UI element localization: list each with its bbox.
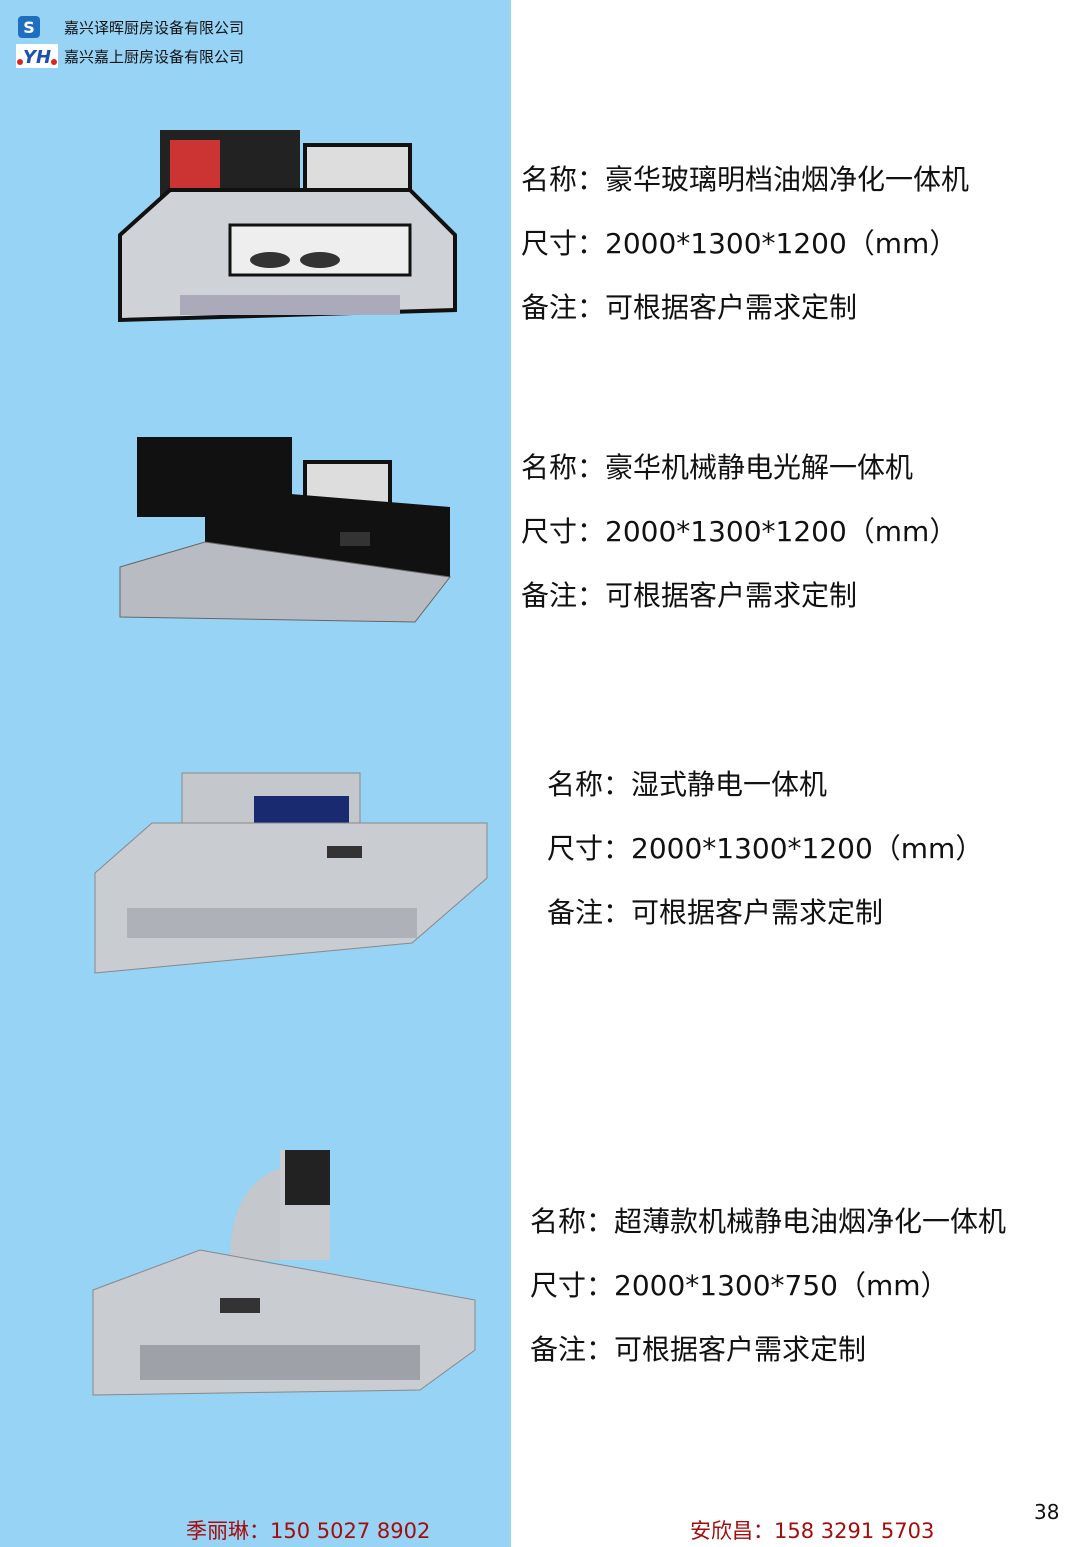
company-row-2: YH 嘉兴嘉上厨房设备有限公司 bbox=[16, 44, 244, 68]
svg-text:YH: YH bbox=[23, 47, 51, 68]
product-name: 名称：超薄款机械静电油烟净化一体机 bbox=[530, 1205, 1007, 1238]
company-logo-icon: S bbox=[18, 16, 40, 38]
company-name: 嘉兴译晖厨房设备有限公司 bbox=[64, 18, 245, 37]
product-size: 尺寸：2000*1300*1200（mm） bbox=[547, 832, 984, 865]
product-note: 备注：可根据客户需求定制 bbox=[530, 1333, 867, 1366]
product-size: 尺寸：2000*1300*1200（mm） bbox=[521, 227, 958, 260]
product-note: 备注：可根据客户需求定制 bbox=[547, 896, 884, 929]
product-size: 尺寸：2000*1300*750（mm） bbox=[530, 1269, 949, 1302]
product-name: 名称：湿式静电一体机 bbox=[547, 768, 828, 801]
product-image-wet-electrostatic-hood bbox=[94, 772, 488, 974]
product-image-mechanical-hood bbox=[119, 437, 451, 623]
product-name: 名称：豪华机械静电光解一体机 bbox=[521, 451, 914, 484]
product-image-glass-hood bbox=[118, 130, 457, 323]
product-name: 名称：豪华玻璃明档油烟净化一体机 bbox=[521, 163, 970, 196]
product-size: 尺寸：2000*1300*1200（mm） bbox=[521, 515, 958, 548]
contact-left: 季丽琳：150 5027 8902 bbox=[186, 1519, 431, 1543]
product-note: 备注：可根据客户需求定制 bbox=[521, 579, 858, 612]
product-spec-4: 名称：超薄款机械静电油烟净化一体机 尺寸：2000*1300*750（mm） 备… bbox=[530, 1208, 1006, 1400]
company-logo-icon: YH bbox=[16, 44, 58, 68]
svg-text:S: S bbox=[23, 18, 35, 37]
product-image-slim-hood bbox=[92, 1150, 476, 1396]
product-note: 备注：可根据客户需求定制 bbox=[521, 291, 858, 324]
product-spec-3: 名称：湿式静电一体机 尺寸：2000*1300*1200（mm） 备注：可根据客… bbox=[547, 771, 983, 963]
contact-right: 安欣昌：158 3291 5703 bbox=[690, 1519, 935, 1543]
product-spec-1: 名称：豪华玻璃明档油烟净化一体机 尺寸：2000*1300*1200（mm） 备… bbox=[521, 166, 969, 358]
company-row-1: S 嘉兴译晖厨房设备有限公司 bbox=[16, 14, 244, 40]
product-spec-2: 名称：豪华机械静电光解一体机 尺寸：2000*1300*1200（mm） 备注：… bbox=[521, 454, 957, 646]
page-number: 38 bbox=[1034, 1500, 1060, 1524]
company-name: 嘉兴嘉上厨房设备有限公司 bbox=[64, 47, 245, 66]
